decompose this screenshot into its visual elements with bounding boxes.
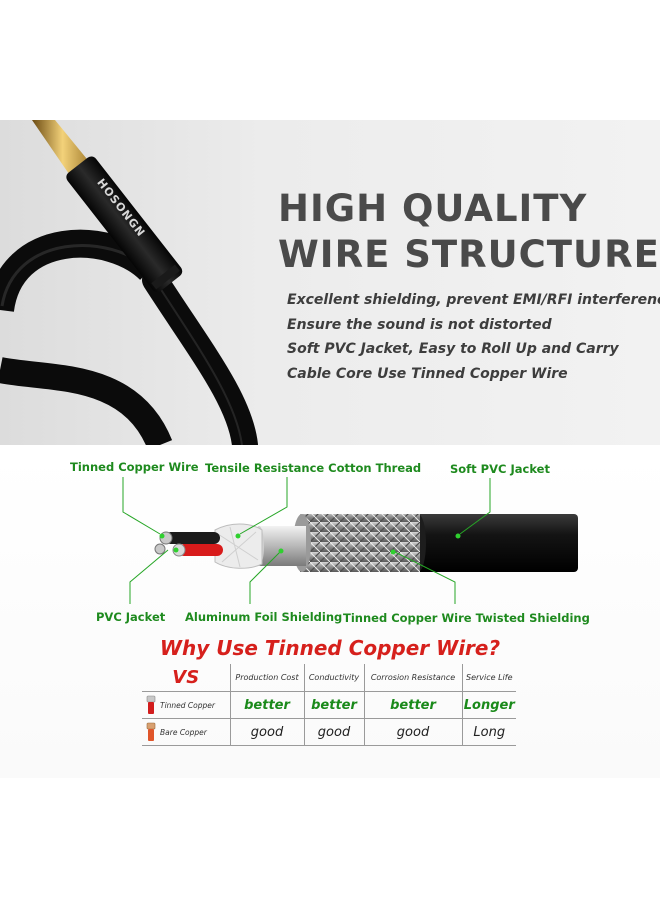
callout-soft-pvc-jacket: Soft PVC Jacket [450,462,550,476]
table-header-row: VS Production Cost Conductivity Corrosio… [142,664,516,692]
row-label-tinned-copper: Tinned Copper [142,695,230,715]
callout-twisted-shielding: Tinned Copper Wire Twisted Shielding [343,611,590,625]
vs-label: VS [142,664,231,692]
feature-item: Cable Core Use Tinned Copper Wire [287,365,568,382]
callout-tinned-copper-wire: Tinned Copper Wire [70,460,199,474]
column-header: Production Cost [229,664,305,692]
headline-line-2: WIRE STRUCTURE [278,233,660,276]
feature-list: Excellent shielding, prevent EMI/RFI int… [287,290,660,388]
headline-line-1: HIGH QUALITY [278,187,588,230]
column-header: Corrosion Resistance [363,664,463,692]
feature-item: Soft PVC Jacket, Easy to Roll Up and Car… [287,341,619,357]
bare-copper-terminal-icon [146,722,156,741]
table-row: Bare Copper good good good Long [142,718,516,746]
feature-item: Excellent shielding, prevent EMI/RFI int… [287,292,660,308]
row-label-text: Bare Copper [160,727,207,737]
table-cell: better [390,698,436,713]
feature-item: Ensure the sound is not distorted [287,316,552,333]
table-cell: good [250,725,284,740]
top-panel: HOSONGN HIGH QUALITY WIRE STRUCTURE Exce… [0,120,660,445]
tinned-copper-terminal-icon [146,695,156,714]
row-label-text: Tinned Copper [160,700,215,710]
callout-aluminum-foil: Aluminum Foil Shielding [185,610,343,624]
callout-pvc-jacket: PVC Jacket [96,610,166,624]
column-header: Service Life [461,664,516,692]
cable-structure-diagram [122,477,578,604]
table-cell: good [317,725,351,740]
headline: HIGH QUALITY WIRE STRUCTURE [278,186,660,278]
callout-cotton-thread: Tensile Resistance Cotton Thread [205,461,422,475]
table-cell: Long [473,725,506,740]
table-row: Tinned Copper better better better Longe… [142,691,516,719]
audio-cable-image: HOSONGN [0,120,258,445]
row-label-bare-copper: Bare Copper [142,722,230,742]
comparison-title: Why Use Tinned Copper Wire? [159,636,501,660]
column-header: Conductivity [303,664,365,692]
table-cell: good [396,725,430,740]
table-cell: better [244,698,290,713]
comparison-table: VS Production Cost Conductivity Corrosio… [142,664,516,746]
table-cell: better [311,698,357,713]
table-cell: Longer [463,698,515,713]
